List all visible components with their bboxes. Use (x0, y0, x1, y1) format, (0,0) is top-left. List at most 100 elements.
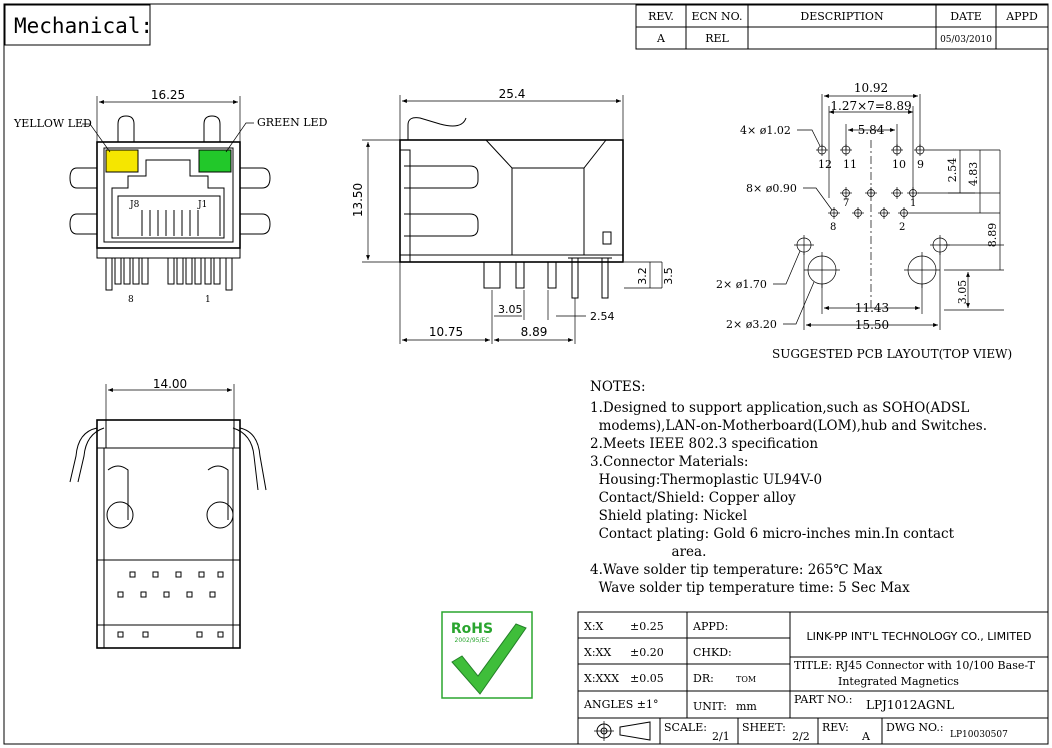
pcb-dim-pitch: 1.27×7=8.89 (830, 99, 911, 113)
sheet-value: 2/2 (792, 730, 810, 743)
pcb-pin-9: 9 (917, 158, 924, 171)
dwg-no-value: LP10030507 (950, 730, 1008, 740)
pin-label-8: 8 (128, 295, 134, 305)
tol-xx-label: X:XX (584, 646, 611, 659)
front-contacts (141, 210, 199, 236)
projection-symbol-icon (594, 721, 651, 741)
pcb-dim-15-50: 15.50 (855, 318, 889, 332)
rohs-logo: RoHS 2002/95/EC (441, 611, 533, 699)
revision-table: REV. ECN NO. DESCRIPTION DATE APPD A REL… (635, 4, 1049, 50)
chkd-label: CHKD: (693, 646, 732, 659)
scale-value: 2/1 (712, 730, 730, 743)
side-dim-3-05: 3.05 (498, 303, 523, 316)
rev-header-appd: APPD (1005, 10, 1038, 23)
pcb-dim-2-54: 2.54 (946, 158, 959, 183)
company-name: LINK-PP INT'L TECHNOLOGY CO., LIMITED (807, 630, 1032, 643)
rohs-sub: 2002/95/EC (455, 637, 490, 644)
rev-cell-rev: A (656, 32, 666, 45)
note-line: Shield plating: Nickel (590, 508, 747, 524)
pin-label-1: 1 (205, 295, 211, 305)
rev-value: A (861, 730, 871, 743)
note-line: modems),LAN-on-Motherboard(LOM),hub and … (590, 418, 987, 434)
notes-title: NOTES: (590, 379, 646, 395)
side-height-dim: 13.50 (351, 183, 365, 217)
pcb-dim-8-89: 8.89 (986, 223, 999, 248)
pcb-hole-callout-1-70: 2× ø1.70 (716, 278, 767, 291)
rev-header-ecn: ECN NO. (691, 10, 742, 23)
tol-x-label: X:X (584, 620, 604, 633)
dr-value: TOM (736, 675, 756, 684)
pcb-dim-11-43: 11.43 (855, 301, 889, 315)
pcb-dim-10-92: 10.92 (854, 81, 888, 95)
unit-label: UNIT: (693, 700, 727, 713)
section-title-box: Mechanical: (4, 4, 153, 46)
note-line: 4.Wave solder tip temperature: 265℃ Max (590, 562, 883, 578)
note-line: Contact/Shield: Copper alloy (590, 490, 796, 506)
side-dim-2-54: 2.54 (590, 310, 615, 323)
appd-label: APPD: (692, 620, 728, 633)
notes: NOTES: 1.Designed to support application… (590, 379, 987, 596)
yellow-led (105, 149, 139, 173)
pcb-dim-3-05: 3.05 (956, 280, 969, 305)
title-block: X:X ±0.25 X:XX ±0.20 X:XXX ±0.05 ANGLES … (577, 611, 1049, 745)
dr-label: DR: (693, 672, 714, 685)
rev-cell-date: 05/03/2010 (940, 35, 992, 45)
tol-xxx-label: X:XXX (584, 672, 619, 685)
tol-xx-value: ±0.20 (630, 646, 664, 659)
side-dim-10-75: 10.75 (429, 325, 463, 339)
tol-xxx-value: ±0.05 (630, 672, 664, 685)
note-line: Wave solder tip temperature time: 5 Sec … (590, 580, 910, 596)
pcb-pin-10: 10 (892, 158, 906, 171)
pcb-hole-callout-3-20: 2× ø3.20 (726, 318, 777, 331)
drawing-title-line2: Integrated Magnetics (838, 675, 959, 688)
pcb-pin-11: 11 (843, 158, 857, 171)
tol-x-value: ±0.25 (630, 620, 664, 633)
check-icon (451, 623, 527, 695)
unit-value: mm (736, 700, 757, 713)
side-view: 25.4 13.50 3.2 3.5 (351, 87, 675, 344)
pin-label-j1: J1 (197, 200, 207, 210)
note-line: area. (590, 544, 706, 560)
pcb-dim-5-84: 5.84 (858, 123, 885, 137)
sheet-border (3, 3, 1049, 745)
pcb-caption: SUGGESTED PCB LAYOUT(TOP VIEW) (772, 347, 1012, 361)
side-dim-3-2: 3.2 (636, 267, 649, 285)
top-width-dim: 14.00 (153, 377, 187, 391)
part-no-value: LPJ1012AGNL (866, 698, 954, 712)
side-length-dim: 25.4 (499, 87, 526, 101)
pcb-layout: 10.92 1.27×7=8.89 5.84 12 11 10 9 (716, 81, 1012, 361)
dwg-no-label: DWG NO.: (886, 721, 944, 734)
drawing-title-line1: TITLE: RJ45 Connector with 10/100 Base-T (794, 659, 1036, 672)
top-view: 14.00 (69, 377, 267, 649)
green-led-label: GREEN LED (257, 116, 328, 129)
sheet-label: SHEET: (742, 721, 786, 734)
pcb-dim-4-83: 4.83 (967, 162, 980, 187)
yellow-led-label: YELLOW LED (13, 117, 92, 130)
note-line: 2.Meets IEEE 802.3 specification (590, 436, 818, 452)
side-dim-3-5: 3.5 (662, 267, 675, 285)
pin-label-j8: J8 (129, 200, 140, 210)
pcb-pin-8: 8 (830, 222, 836, 233)
rohs-label: RoHS (451, 621, 493, 637)
pcb-pin-12: 12 (818, 158, 832, 171)
angles-tolerance: ANGLES ±1° (583, 698, 658, 711)
pcb-pin-1: 1 (910, 198, 916, 209)
rev-header-rev: REV. (648, 10, 674, 23)
scale-label: SCALE: (664, 721, 707, 734)
rev-header-description: DESCRIPTION (800, 10, 884, 23)
note-line: Contact plating: Gold 6 micro-inches min… (590, 526, 955, 542)
rev-label: REV: (822, 721, 849, 734)
pcb-pin-2: 2 (899, 222, 905, 233)
rev-header-date: DATE (950, 10, 982, 23)
front-view: 16.25 J8 J1 (13, 88, 328, 305)
note-line: Housing:Thermoplastic UL94V-0 (590, 472, 822, 488)
note-line: 1.Designed to support application,such a… (590, 400, 969, 416)
front-width-dim: 16.25 (151, 88, 185, 102)
note-line: 3.Connector Materials: (590, 454, 748, 470)
side-dim-8-89: 8.89 (521, 325, 548, 339)
pcb-hole-callout-8: 8× ø0.90 (746, 182, 797, 195)
pcb-pin-7: 7 (843, 198, 849, 209)
part-no-label: PART NO.: (794, 693, 852, 706)
section-title: Mechanical: (14, 14, 153, 38)
